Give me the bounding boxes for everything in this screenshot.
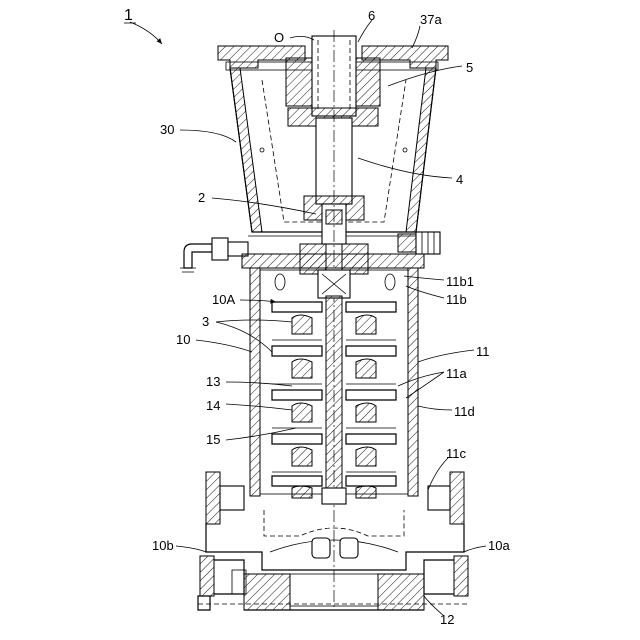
vent-pipe-left: [180, 238, 248, 272]
label-11: 11: [476, 344, 490, 359]
label-10b: 10b: [152, 538, 174, 553]
label-10A: 10A: [212, 292, 235, 307]
label-6: 6: [368, 8, 375, 23]
label-37a: 37a: [420, 12, 442, 27]
upper-casing-cover: [242, 244, 424, 298]
label-30: 30: [160, 122, 174, 137]
label-5: 5: [466, 60, 473, 75]
plug-right: [398, 232, 440, 254]
label-11c: 11c: [446, 446, 466, 461]
label-11b1: 11b1: [446, 274, 474, 289]
label-10: 10: [176, 332, 190, 347]
label-14: 14: [206, 398, 220, 413]
label-13: 13: [206, 374, 220, 389]
label-15: 15: [206, 432, 220, 447]
label-10a: 10a: [488, 538, 510, 553]
label-3: 3: [202, 314, 209, 329]
label-fig-1: 1: [124, 7, 133, 24]
label-o: O: [274, 30, 284, 45]
label-11a: 11a: [446, 366, 467, 381]
label-12: 12: [440, 612, 454, 627]
pump-shaft-2: [322, 296, 346, 504]
label-11d: 11d: [454, 404, 475, 419]
label-2: 2: [198, 190, 205, 205]
label-11b: 11b: [446, 292, 467, 307]
label-4: 4: [456, 172, 463, 187]
